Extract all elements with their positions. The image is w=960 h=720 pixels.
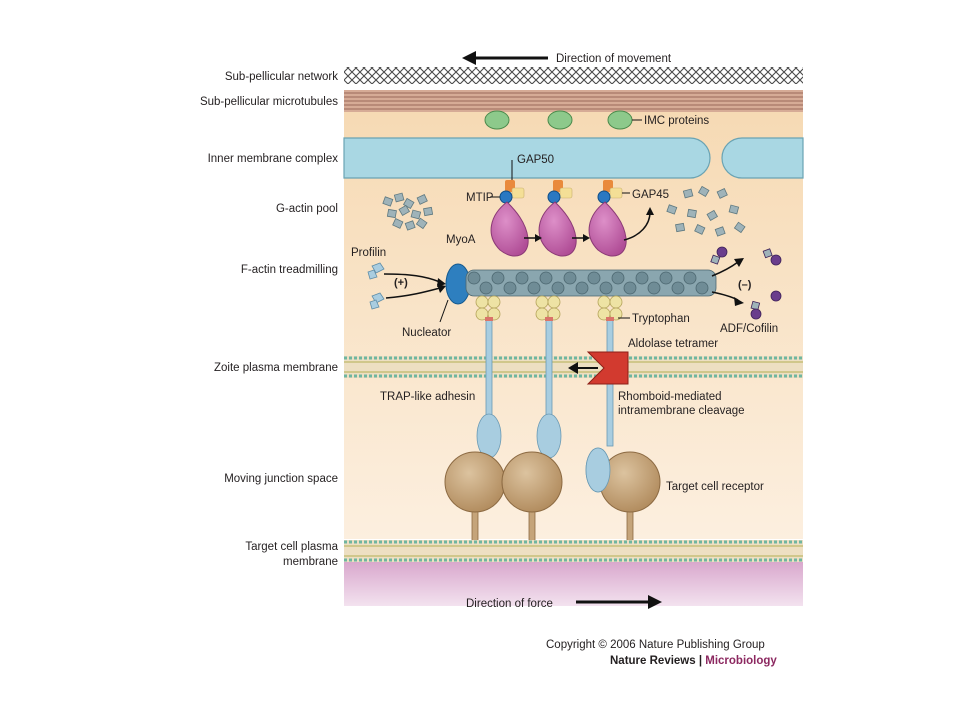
imc-protein <box>484 110 510 130</box>
mtip-protein <box>597 190 611 204</box>
gap50-group: GAP50 <box>511 154 554 180</box>
imc-protein <box>607 110 633 130</box>
movement-arrowhead-icon <box>462 51 476 65</box>
f-actin-filament <box>465 269 717 297</box>
layer-label-target-cell-plasma-line2: membrane <box>283 556 338 568</box>
sub-pellicular-network-band <box>344 67 803 84</box>
gap45-protein <box>559 187 573 199</box>
direction-of-force-label: Direction of force <box>466 598 553 610</box>
layer-label-g-actin-pool: G-actin pool <box>276 203 338 215</box>
rhomboid-protease <box>568 351 629 385</box>
plus-end-label: (+) <box>394 277 408 289</box>
imc-protein <box>547 110 573 130</box>
gap50-label: GAP50 <box>517 154 554 166</box>
journal-name: Nature Reviews <box>610 655 696 667</box>
adhesin-head <box>476 413 502 459</box>
trap-like-adhesin-label: TRAP-like adhesin <box>380 391 475 403</box>
inner-membrane-complex <box>343 137 804 179</box>
direction-of-movement-indicator: Direction of movement <box>462 51 672 65</box>
adhesin-head <box>536 413 562 459</box>
bound-adhesin-head <box>585 447 611 493</box>
imc-proteins-label: IMC proteins <box>644 115 709 127</box>
layer-label-f-actin-treadmilling: F-actin treadmilling <box>241 264 338 276</box>
minus-end-label: (–) <box>738 279 752 291</box>
target-cell-receptor <box>501 451 563 551</box>
direction-of-movement-label: Direction of movement <box>556 53 672 65</box>
target-cell-plasma-membrane <box>344 540 803 562</box>
journal-separator: | <box>696 655 706 667</box>
tryptophan-label: Tryptophan <box>632 313 690 325</box>
sub-pellicular-microtubules-band <box>344 90 803 112</box>
rhomboid-label-line2: intramembrane cleavage <box>618 405 745 417</box>
aldolase-tetramer-label: Aldolase tetramer <box>628 338 718 350</box>
layer-label-moving-junction-space: Moving junction space <box>224 473 338 485</box>
power-stroke-arrows <box>524 207 654 242</box>
cleavage-arrow-icon <box>568 362 578 374</box>
profilin-label: Profilin <box>351 247 386 259</box>
myoa-motor <box>490 201 529 257</box>
zoite-plasma-membrane <box>344 356 803 378</box>
adhesin-stalk <box>485 319 493 421</box>
myoa-label: MyoA <box>446 234 476 246</box>
layer-label-zoite-plasma-membrane: Zoite plasma membrane <box>214 362 338 374</box>
g-actin-pool-right <box>666 185 746 237</box>
layer-label-target-cell-plasma-line1: Target cell plasma <box>245 541 338 553</box>
gap45-label: GAP45 <box>632 189 669 201</box>
nucleator-label: Nucleator <box>402 327 451 339</box>
adf-cofilin-protein <box>770 254 782 266</box>
adhesin-stalk <box>545 319 553 421</box>
copyright-text: Copyright © 2006 Nature Publishing Group <box>546 639 765 651</box>
adf-cofilin-protein <box>750 308 762 320</box>
mtip-label: MTIP <box>466 192 494 204</box>
layer-label-sub-pellicular-network: Sub-pellicular network <box>225 71 338 83</box>
gap45-protein <box>511 187 525 199</box>
target-cell-receptor <box>599 451 661 551</box>
myoa-motor <box>538 201 577 257</box>
imc-proteins: IMC proteins <box>484 110 709 130</box>
target-cell-receptor-label: Target cell receptor <box>666 481 764 493</box>
layer-labels: Sub-pellicular network Sub-pellicular mi… <box>200 71 339 568</box>
journal-brand: Nature Reviews | Microbiology <box>610 655 777 667</box>
minus-end-depolymerization: (–) ADF/Cofilin <box>710 246 782 335</box>
mtip-protein <box>499 190 513 204</box>
adf-cofilin-label: ADF/Cofilin <box>720 323 778 335</box>
target-cell-receptors <box>444 451 661 551</box>
force-arrowhead-icon <box>648 595 662 609</box>
target-cell-cytoplasm <box>344 562 803 606</box>
g-actin-pool-left <box>382 192 434 231</box>
adf-cofilin-protein <box>770 290 782 302</box>
gap45-protein <box>609 187 623 199</box>
adf-cofilin-protein <box>716 246 728 258</box>
profilin-group: Profilin (+) <box>351 247 446 310</box>
myoa-motor <box>588 201 627 257</box>
layer-label-inner-membrane-complex: Inner membrane complex <box>208 153 339 165</box>
glideosome-motors <box>490 180 627 257</box>
direction-of-force-indicator: Direction of force <box>466 595 662 610</box>
layer-label-sub-pellicular-microtubules: Sub-pellicular microtubules <box>200 96 338 108</box>
footer: Copyright © 2006 Nature Publishing Group… <box>546 639 777 667</box>
rhomboid-label-line1: Rhomboid-mediated <box>618 391 722 403</box>
mtip-protein <box>547 190 561 204</box>
journal-section: Microbiology <box>705 655 777 667</box>
